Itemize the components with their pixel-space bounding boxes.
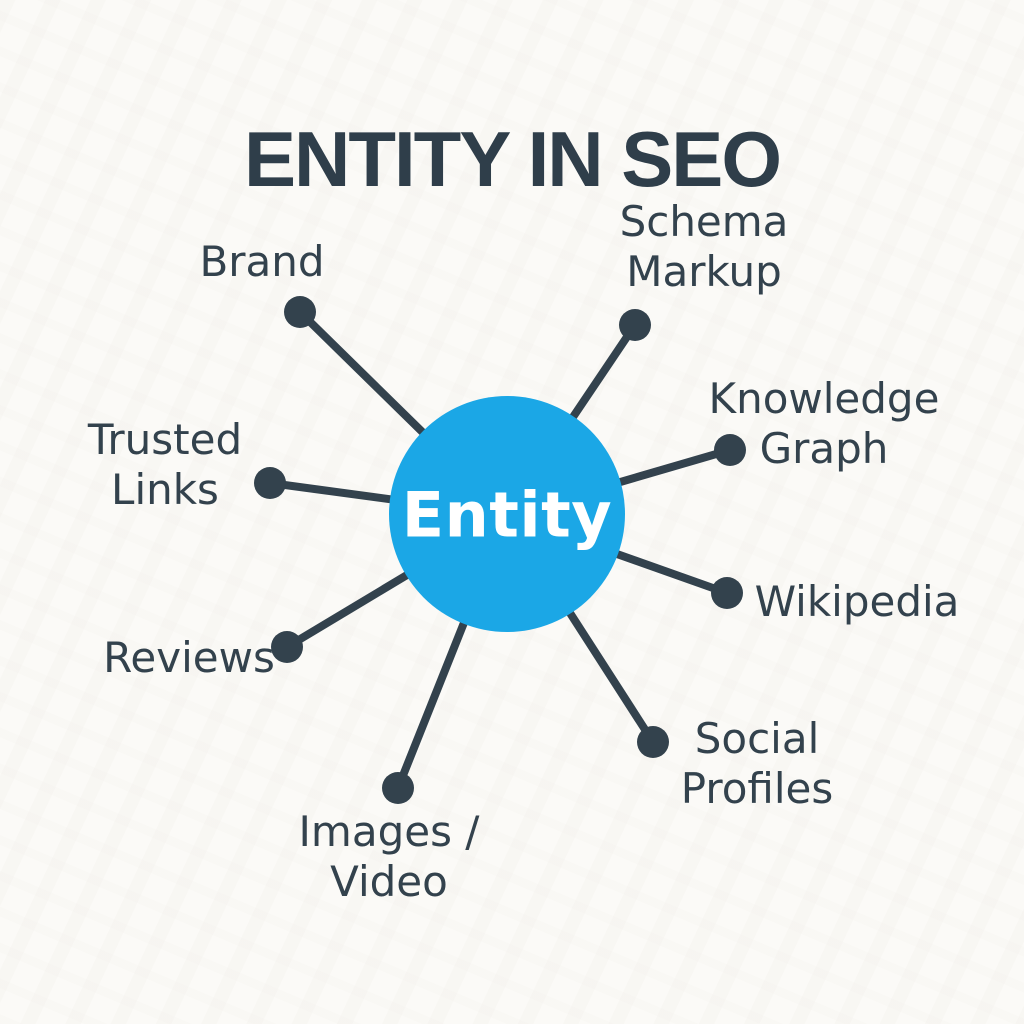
node-label-trusted-links: Trusted Links: [88, 415, 242, 515]
node-label-images-video: Images / Video: [299, 807, 480, 907]
entity-hub-label: Entity: [401, 478, 613, 552]
node-dot-reviews: [271, 631, 303, 663]
entity-hub-circle: [389, 396, 625, 632]
node-label-line: Graph: [759, 424, 889, 473]
node-label-brand: Brand: [199, 237, 324, 287]
node-label-wikipedia: Wikipedia: [755, 577, 960, 627]
node-label-line: Brand: [199, 237, 325, 286]
node-label-line: Wikipedia: [754, 577, 960, 626]
node-dots: [254, 296, 746, 804]
node-label-schema-markup: Schema Markup: [620, 197, 789, 297]
node-dot-social-profiles: [637, 726, 669, 758]
diagram-title: ENTITY IN SEO: [244, 115, 782, 204]
node-label-line: Social: [694, 714, 820, 763]
node-label-line: Links: [111, 465, 219, 514]
node-dot-knowledge-graph: [714, 434, 746, 466]
node-dot-trusted-links: [254, 467, 286, 499]
node-dot-images-video: [382, 772, 414, 804]
node-label-knowledge-graph: Knowledge Graph: [709, 374, 940, 474]
node-label-line: Trusted: [87, 415, 243, 464]
node-label-line: Reviews: [103, 633, 275, 682]
node-label-social-profiles: Social Profiles: [681, 714, 833, 814]
node-label-line: Schema: [619, 197, 789, 246]
node-label-line: Images /: [298, 807, 480, 856]
node-label-line: Markup: [626, 247, 782, 296]
node-dot-wikipedia: [711, 577, 743, 609]
node-label-line: Video: [330, 857, 448, 906]
node-label-reviews: Reviews: [103, 633, 275, 683]
node-dot-brand: [284, 296, 316, 328]
node-label-line: Knowledge: [708, 374, 940, 423]
node-label-line: Profiles: [680, 764, 834, 813]
node-dot-schema-markup: [619, 309, 651, 341]
